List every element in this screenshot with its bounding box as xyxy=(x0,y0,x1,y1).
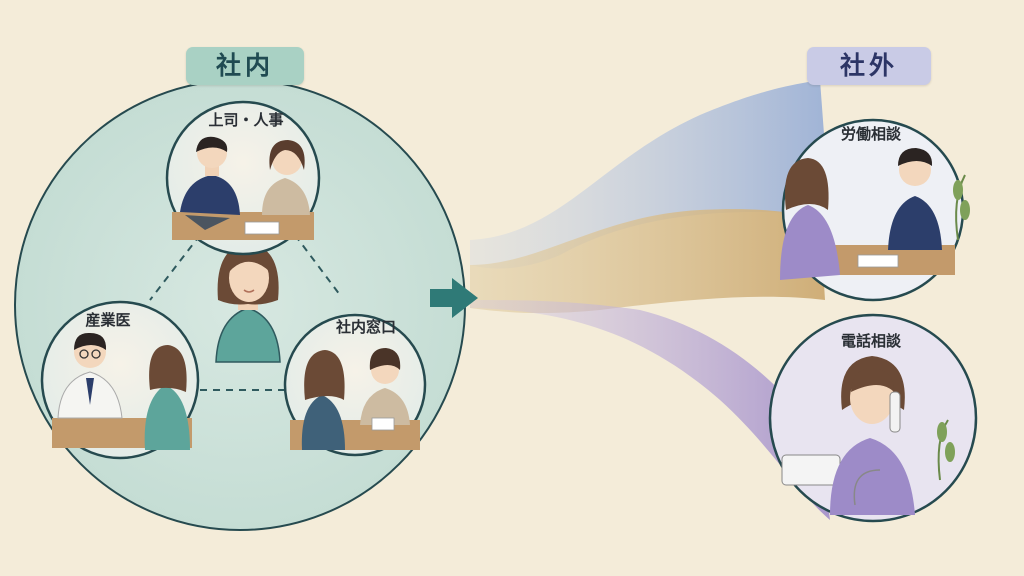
doctor-room xyxy=(40,300,200,460)
stream-group xyxy=(470,80,830,520)
internal-desk-room xyxy=(283,313,427,457)
label-occupational-doctor: 産業医 xyxy=(85,311,131,329)
boss-hr-room xyxy=(165,100,321,256)
label-phone-consultation: 電話相談 xyxy=(840,332,901,350)
stream-purple xyxy=(470,300,830,520)
label-boss-hr: 上司・人事 xyxy=(208,111,284,129)
labor-consultation-room xyxy=(780,118,970,302)
connector-lines xyxy=(149,234,341,391)
arrow-inside-to-outside xyxy=(430,278,478,318)
center-person xyxy=(215,242,281,363)
connector-boss-doctor xyxy=(149,234,201,301)
outside-tag: 社外 xyxy=(807,47,931,85)
inside-tag: 社内 xyxy=(186,47,304,85)
label-labor-consultation: 労働相談 xyxy=(840,125,901,143)
stream-tan xyxy=(470,209,825,314)
phone-consultation-room xyxy=(768,313,978,523)
stream-blue xyxy=(470,80,830,269)
label-internal-desk: 社内窓口 xyxy=(335,318,396,336)
